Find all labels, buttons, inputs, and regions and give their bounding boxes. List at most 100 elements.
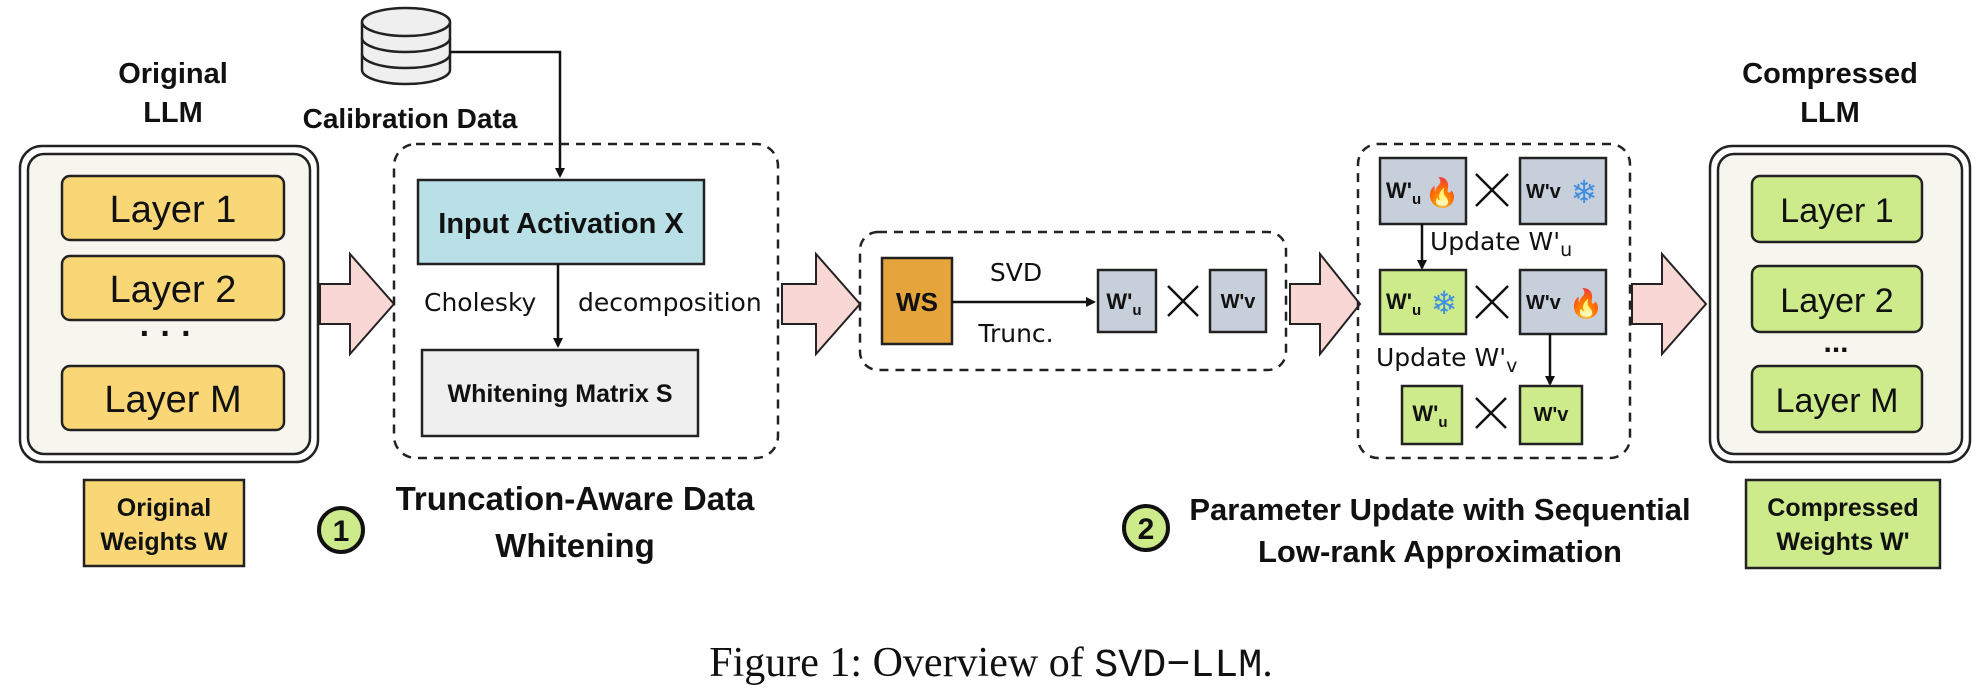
row2-wu-base: W' bbox=[1386, 289, 1412, 314]
svd-wu-box: W'u bbox=[1096, 268, 1158, 334]
original-layer-1: Layer 1 bbox=[60, 174, 286, 242]
flow-arrow-2 bbox=[781, 251, 862, 357]
trunc-label: Trunc. bbox=[977, 319, 1053, 348]
original-ellipsis: · · · bbox=[140, 315, 193, 353]
svd-wu-sub: u bbox=[1132, 302, 1141, 319]
svg-text:W'u: W'u bbox=[1412, 401, 1447, 431]
decomposition-label: decomposition bbox=[578, 288, 762, 317]
compressed-layer-2-label: Layer 2 bbox=[1780, 282, 1893, 320]
original-layer-1-label: Layer 1 bbox=[110, 189, 237, 231]
original-layer-2: Layer 2 bbox=[60, 254, 286, 322]
row2-times-sign bbox=[1475, 285, 1509, 319]
step-1-number: 1 bbox=[333, 515, 350, 548]
compressed-ellipsis: ... bbox=[1823, 326, 1848, 359]
flow-arrow-1 bbox=[319, 251, 396, 357]
svd-truncation-section: WS SVD Trunc. W'u W'v bbox=[858, 230, 1288, 372]
update-v-sub: v bbox=[1506, 355, 1517, 377]
original-weights-line1: Original bbox=[117, 494, 211, 522]
caption-prefix: Figure 1: Overview of bbox=[709, 640, 1094, 686]
row2-wu-sub: u bbox=[1412, 302, 1421, 319]
snowflake-icon: ❄ bbox=[1431, 285, 1458, 321]
ws-label: WS bbox=[896, 287, 938, 317]
update-title-line1: Parameter Update with Sequential bbox=[1189, 492, 1690, 527]
svg-text:W'u: W'u bbox=[1386, 178, 1421, 208]
snowflake-icon: ❄ bbox=[1571, 174, 1598, 210]
calibration-data-label: Calibration Data bbox=[303, 103, 518, 134]
whitening-title-line1: Truncation-Aware Data bbox=[396, 480, 755, 517]
whitening-matrix-label: Whitening Matrix S bbox=[448, 380, 673, 408]
compressed-layer-stack-outer bbox=[1708, 144, 1972, 464]
compressed-layer-m-label: Layer M bbox=[1776, 382, 1899, 420]
compressed-weights-line2: Weights W' bbox=[1776, 528, 1909, 556]
original-layer-m: Layer M bbox=[60, 364, 286, 432]
compressed-title-line1: Compressed bbox=[1742, 58, 1918, 90]
whitening-matrix-box: Whitening Matrix S bbox=[420, 348, 700, 438]
svg-text:W'u: W'u bbox=[1106, 289, 1141, 319]
row3-times-sign bbox=[1475, 397, 1507, 429]
row2-wv-label: W'v bbox=[1526, 292, 1562, 314]
original-layer-2-label: Layer 2 bbox=[110, 269, 237, 311]
svd-wv-label: W'v bbox=[1221, 291, 1257, 313]
row3-wu-sub: u bbox=[1438, 414, 1447, 431]
compressed-weights-box: Compressed Weights W' bbox=[1744, 478, 1942, 570]
caption-code: SVD−LLM bbox=[1094, 644, 1262, 689]
update-u-sub: u bbox=[1560, 239, 1572, 261]
cholesky-label: Cholesky bbox=[424, 288, 537, 317]
original-title-line1: Original bbox=[118, 58, 228, 90]
whitening-title-line2: Whitening bbox=[495, 527, 654, 564]
original-llm-panel: Original LLM Layer 1 Layer 2 · · · Layer… bbox=[18, 58, 320, 568]
svg-text:Update W'v: Update W'v bbox=[1376, 343, 1517, 377]
row3-wv-label: W'v bbox=[1534, 404, 1570, 426]
update-title-line2: Low-rank Approximation bbox=[1258, 534, 1622, 569]
row2-wu-box: W'u ❄ bbox=[1378, 268, 1468, 336]
row1-wu-base: W' bbox=[1386, 178, 1412, 203]
figure-caption: Figure 1: Overview of SVD−LLM. bbox=[709, 640, 1272, 689]
compressed-layer-2: Layer 2 bbox=[1750, 264, 1924, 334]
svg-text:Update W'u: Update W'u bbox=[1430, 227, 1572, 261]
original-title-line2: LLM bbox=[143, 97, 203, 129]
compressed-layer-1: Layer 1 bbox=[1750, 174, 1924, 244]
step-2-number: 2 bbox=[1138, 513, 1155, 546]
ws-box: WS bbox=[880, 256, 954, 346]
svd-wu-base: W' bbox=[1106, 289, 1132, 314]
flame-icon: 🔥 bbox=[1569, 287, 1604, 320]
database-icon bbox=[360, 6, 452, 86]
compressed-weights-line1: Compressed bbox=[1767, 494, 1918, 522]
input-activation-box: Input Activation X bbox=[416, 178, 706, 266]
original-layer-stack-outer bbox=[18, 144, 320, 464]
flow-arrow-4 bbox=[1631, 251, 1708, 357]
flame-icon: 🔥 bbox=[1425, 176, 1460, 209]
row3-wv-box: W'v bbox=[1518, 384, 1584, 446]
caption-suffix: . bbox=[1262, 640, 1273, 686]
original-weights-box: Original Weights W bbox=[82, 478, 246, 568]
row1-wv-label: W'v bbox=[1526, 181, 1562, 203]
original-weights-line2: Weights W bbox=[100, 528, 228, 556]
svd-dashed-frame bbox=[858, 230, 1288, 372]
svd-times-sign bbox=[1167, 285, 1199, 317]
update-dashed-frame bbox=[1356, 142, 1632, 460]
compressed-layer-m: Layer M bbox=[1750, 364, 1924, 434]
step-1-badge: 1 bbox=[317, 506, 365, 554]
original-layer-m-label: Layer M bbox=[104, 379, 241, 421]
step-2-badge: 2 bbox=[1122, 504, 1170, 552]
sequential-update-section: W'u 🔥 W'v ❄ Update W'u W'u ❄ W'v 🔥 bbox=[1356, 142, 1632, 460]
compressed-layer-1-label: Layer 1 bbox=[1780, 192, 1893, 230]
row1-wu-box: W'u 🔥 bbox=[1378, 156, 1468, 226]
whitening-section: Input Activation X Cholesky decompositio… bbox=[392, 142, 780, 460]
svg-text:W'u: W'u bbox=[1386, 289, 1421, 319]
compressed-title-line2: LLM bbox=[1800, 97, 1860, 129]
row1-wv-box: W'v ❄ bbox=[1518, 156, 1608, 226]
update-v-label: Update W' bbox=[1376, 343, 1506, 372]
row3-wu-base: W' bbox=[1412, 401, 1438, 426]
calibration-to-activation-arrow bbox=[450, 50, 565, 178]
row1-times-sign bbox=[1475, 173, 1509, 207]
row2-wv-box: W'v 🔥 bbox=[1518, 268, 1608, 336]
row3-wu-box: W'u bbox=[1400, 384, 1464, 446]
compressed-llm-panel: Compressed LLM Layer 1 Layer 2 ... Layer… bbox=[1708, 58, 1972, 570]
flow-arrow-3 bbox=[1289, 251, 1362, 357]
row1-wu-sub: u bbox=[1412, 191, 1421, 208]
svd-label: SVD bbox=[990, 258, 1042, 287]
whitening-dashed-frame bbox=[392, 142, 780, 460]
svd-wv-box: W'v bbox=[1208, 268, 1268, 334]
